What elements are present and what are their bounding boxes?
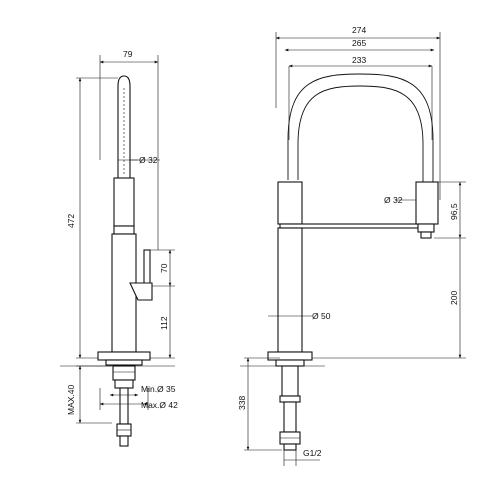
side-spout-diameter-label: Ø 32: [139, 155, 158, 165]
front-spray-head: [415, 181, 439, 225]
side-shank: [112, 365, 136, 381]
front-gooseneck: [287, 73, 434, 182]
front-body-diameter-label: Ø 50: [312, 311, 331, 321]
front-crossbar: [279, 223, 419, 229]
front-head-sleeve: [277, 181, 303, 225]
side-spout-tube: [117, 75, 131, 179]
front-connection-label: G1/2: [303, 448, 322, 458]
front-body: [277, 227, 303, 353]
side-height-label: 472: [66, 214, 76, 228]
side-lever-height-label: 70: [159, 263, 169, 273]
side-lever-base-label: 112: [159, 316, 169, 330]
side-width-label: 79: [123, 49, 133, 59]
front-shank: [281, 365, 299, 397]
front-base: [267, 351, 313, 361]
front-arc-inner-label: 233: [352, 55, 366, 65]
front-outlet-height-label: 200: [449, 291, 459, 305]
front-arc-outer-label: 265: [352, 38, 366, 48]
side-base-plate: [97, 351, 151, 361]
front-below-deck-label: 338: [237, 396, 247, 410]
front-head-drop-label: 96,5: [449, 203, 459, 220]
side-hole-min-label: Min.Ø 35: [141, 384, 176, 394]
side-head: [113, 177, 135, 227]
front-overall-width-label: 274: [352, 25, 366, 35]
side-view: 79 472 Ø 32 70 112: [60, 49, 178, 447]
front-view: 274 265 233 Ø 32 96,5 200: [237, 25, 466, 466]
side-lever: [143, 249, 151, 287]
side-body: [111, 233, 137, 353]
side-deck-thickness-label: MAX.40: [66, 384, 76, 415]
front-head-diameter-label: Ø 32: [384, 195, 403, 205]
side-hole-max-label: Max.Ø 42: [141, 400, 178, 410]
